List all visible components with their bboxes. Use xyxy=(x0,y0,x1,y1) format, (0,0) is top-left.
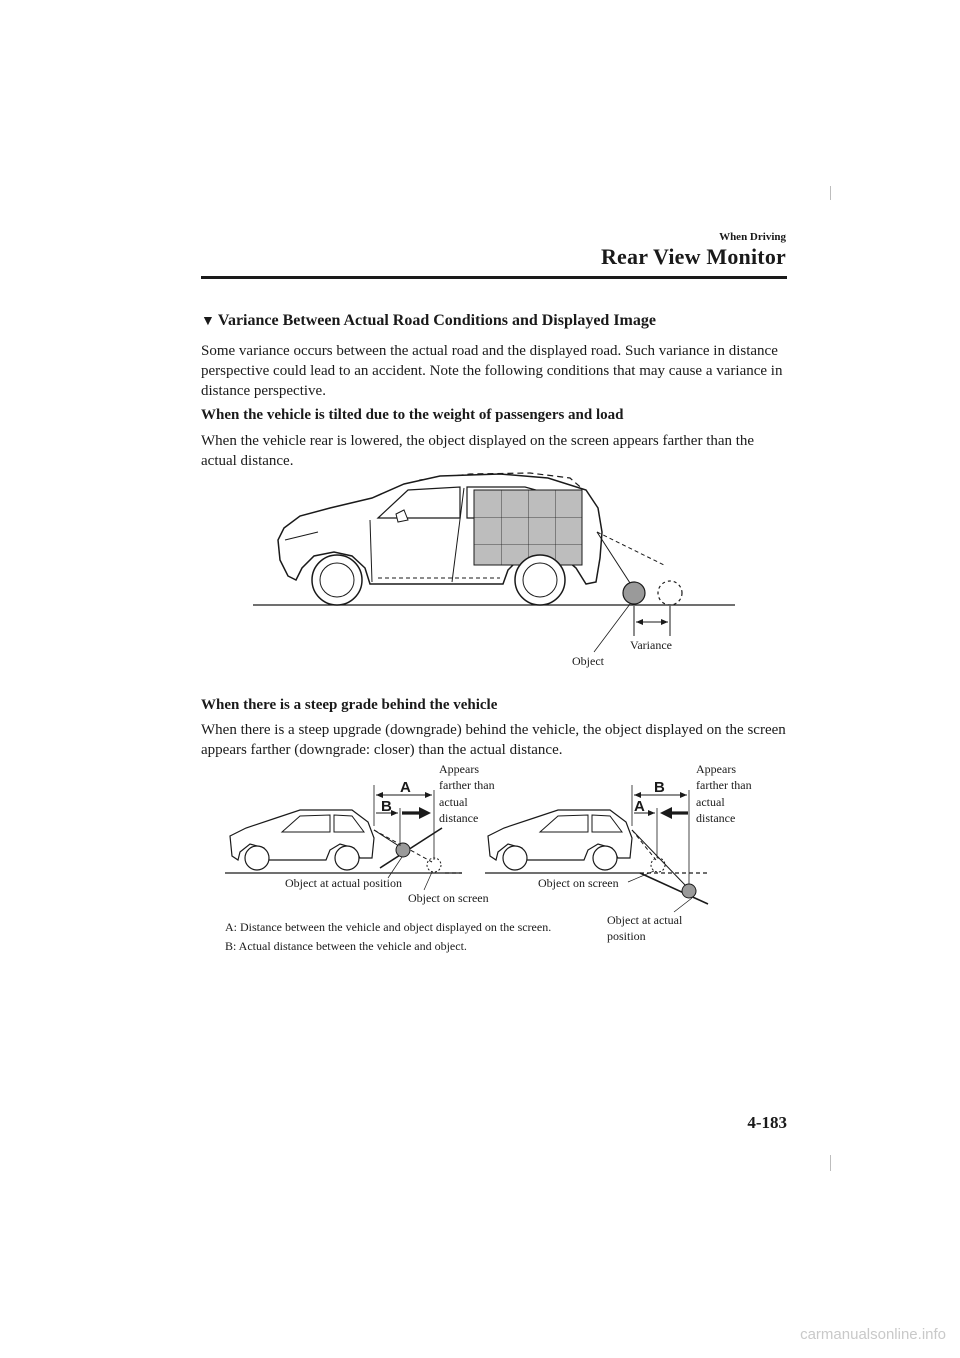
case2-body: When there is a steep upgrade (downgrade… xyxy=(201,722,786,758)
triangle-down-icon: ▼ xyxy=(201,314,215,329)
upgrade-dim-a-arrow-start xyxy=(376,792,383,798)
page-title: Rear View Monitor xyxy=(600,244,786,269)
page-number: 4-183 xyxy=(747,1113,787,1132)
downgrade-on-screen-label: Object on screen xyxy=(538,876,619,890)
upgrade-object-displayed xyxy=(426,857,442,873)
suv-right-rear-window xyxy=(591,814,623,833)
front-window xyxy=(376,486,461,519)
suv-left-front-window xyxy=(280,814,331,833)
variance-arrow-left xyxy=(636,619,643,625)
figure-tilted-vehicle: Variance Object xyxy=(253,472,735,668)
section-heading-text: Variance Between Actual Road Conditions … xyxy=(217,312,656,329)
luggage-load xyxy=(473,489,583,566)
case1-heading: When the vehicle is tilted due to the we… xyxy=(201,407,624,423)
header-section-label: When Driving xyxy=(719,231,786,243)
suv-right-front-window xyxy=(538,814,589,833)
object-actual xyxy=(622,581,646,605)
upgrade-dim-a-arrow xyxy=(425,792,432,798)
intro-paragraph: Some variance occurs between the actual … xyxy=(201,343,783,399)
downgrade-slope xyxy=(639,872,709,905)
legend-b: B: Actual distance between the vehicle a… xyxy=(225,939,467,953)
side-mirror xyxy=(395,509,409,523)
downgrade-sight-displayed xyxy=(631,829,657,861)
front-wheel xyxy=(311,554,363,606)
downgrade-dim-b-arrow-start xyxy=(634,792,641,798)
upgrade-appears-line-2: farther than xyxy=(439,778,495,792)
suv-left-rear-window xyxy=(333,814,365,833)
downgrade-actual-leader xyxy=(673,897,693,913)
upgrade-on-screen-label: Object on screen xyxy=(408,891,489,905)
downgrade-actual-line-1: Object at actual xyxy=(607,913,683,927)
camera-sight-actual xyxy=(596,531,631,584)
upgrade-letter-top: A xyxy=(400,779,411,796)
variance-label: Variance xyxy=(630,638,672,652)
rear-wheel-rim xyxy=(522,562,558,598)
camera-sight-displayed xyxy=(596,531,665,566)
upgrade-object-actual xyxy=(395,842,411,858)
front-wheel-rim xyxy=(319,562,355,598)
upgrade-actual-position-label: Object at actual position xyxy=(285,876,402,890)
header-rule xyxy=(201,276,787,279)
downgrade-thick-arrow-head xyxy=(660,807,672,819)
upgrade-appears-line-4: distance xyxy=(439,811,478,825)
upgrade-letter-bottom: B xyxy=(381,798,392,815)
figure-upgrade: A B Appears farther than actual distance… xyxy=(225,762,495,905)
object-leader xyxy=(593,603,631,653)
case1-body: When the vehicle rear is lowered, the ob… xyxy=(201,433,755,469)
door-line-front xyxy=(369,519,373,583)
variance-arrow-right xyxy=(661,619,668,625)
figure-downgrade: B A Appears farther than actual distance… xyxy=(485,762,752,943)
watermark: carmanualsonline.info xyxy=(800,1326,946,1343)
upgrade-appears-line-1: Appears xyxy=(439,762,479,776)
section-heading: ▼Variance Between Actual Road Conditions… xyxy=(201,312,656,330)
upgrade-thick-arrow-head xyxy=(419,807,431,819)
case2-heading: When there is a steep grade behind the v… xyxy=(201,697,498,713)
downgrade-appears-line-3: actual xyxy=(696,795,725,809)
object-label: Object xyxy=(572,654,605,668)
door-line-middle xyxy=(451,487,465,583)
downgrade-appears-line-4: distance xyxy=(696,811,735,825)
upgrade-slope xyxy=(379,827,443,869)
downgrade-object-displayed xyxy=(650,857,666,873)
upgrade-actual-leader xyxy=(387,856,403,879)
downgrade-actual-line-2: position xyxy=(607,929,646,943)
upgrade-dim-b-arrow xyxy=(391,810,398,816)
headlight xyxy=(284,531,319,541)
downgrade-screen-leader xyxy=(627,870,655,883)
downgrade-dim-a-arrow xyxy=(648,810,655,816)
downgrade-appears-line-1: Appears xyxy=(696,762,736,776)
upgrade-sight-actual xyxy=(373,829,403,849)
legend-a: A: Distance between the vehicle and obje… xyxy=(225,920,551,934)
crop-mark-top xyxy=(830,186,831,200)
upgrade-screen-leader xyxy=(423,871,433,891)
upgrade-appears-line-3: actual xyxy=(439,795,468,809)
object-displayed xyxy=(657,580,683,606)
downgrade-letter-top: B xyxy=(654,779,665,796)
suv-left-rear-wheel xyxy=(334,845,360,871)
downgrade-letter-bottom: A xyxy=(634,798,645,815)
rear-wheel xyxy=(514,554,566,606)
downgrade-appears-line-2: farther than xyxy=(696,778,752,792)
downgrade-object-actual xyxy=(681,883,697,899)
suv-left-front-wheel xyxy=(244,845,270,871)
crop-mark-bottom xyxy=(830,1155,831,1171)
suv-right-rear-wheel xyxy=(592,845,618,871)
suv-right-front-wheel xyxy=(502,845,528,871)
downgrade-dim-b-arrow xyxy=(680,792,687,798)
